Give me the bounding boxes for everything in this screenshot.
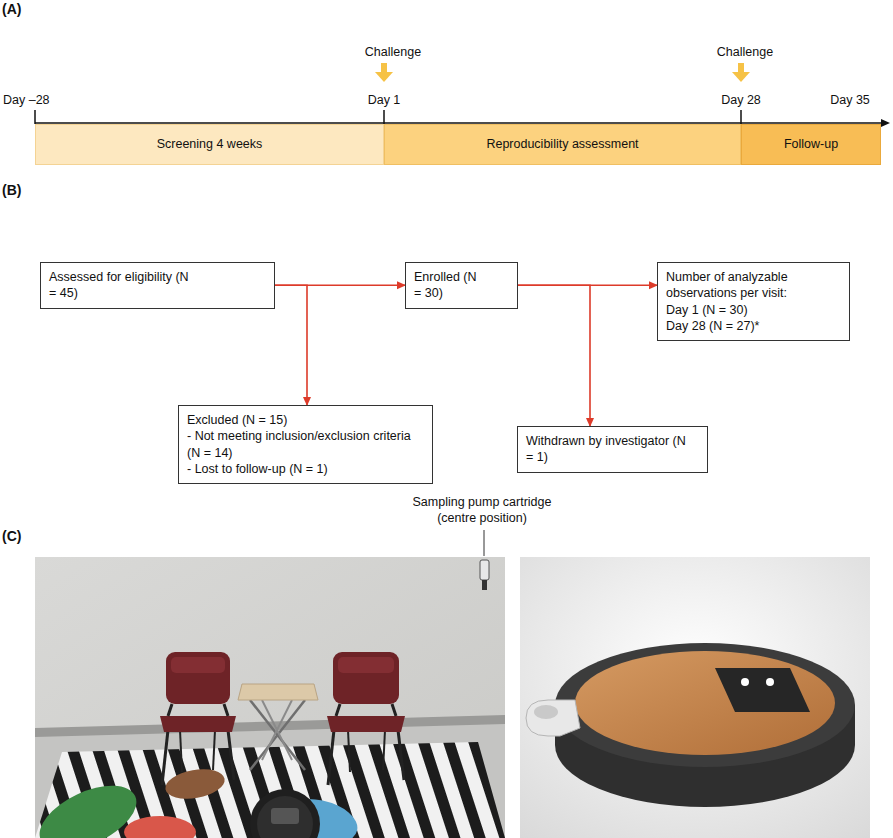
node-text: Day 28 (N = 27)* bbox=[666, 318, 841, 334]
panel-label: (B) bbox=[2, 181, 21, 199]
day-label: Day 35 bbox=[830, 92, 870, 108]
flow-arrow bbox=[518, 285, 590, 426]
callout-label: Sampling pump cartridge (centre position… bbox=[406, 494, 558, 527]
room-photo bbox=[30, 557, 505, 838]
flow-box: Excluded (N = 15)- Not meeting inclusion… bbox=[178, 405, 433, 484]
timeline-band: Reproducibility assessment bbox=[384, 124, 741, 165]
node-text: Reproducibility assessment bbox=[486, 136, 638, 152]
day-label: Day –28 bbox=[3, 92, 50, 108]
panel-label: (C) bbox=[2, 527, 21, 545]
node-text: Enrolled (N = 30) bbox=[414, 269, 478, 302]
event-label: Challenge bbox=[717, 44, 773, 60]
flow-box: Withdrawn by investigator (N = 1) bbox=[517, 426, 708, 473]
challenge-arrow bbox=[375, 63, 750, 82]
flow-box: Enrolled (N = 30) bbox=[405, 262, 518, 309]
node-text: - Lost to follow-up (N = 1) bbox=[187, 461, 424, 477]
flow-arrow bbox=[275, 285, 307, 405]
node-text: Number of analyzable observations per vi… bbox=[666, 269, 841, 302]
node-text: Excluded (N = 15) bbox=[187, 412, 424, 428]
node-text: Assessed for eligibility (N = 45) bbox=[49, 269, 199, 302]
day-label: Day 1 bbox=[368, 92, 401, 108]
timeline-band: Follow-up bbox=[741, 124, 881, 165]
leader-line bbox=[484, 530, 485, 556]
node-text: Follow-up bbox=[784, 136, 838, 152]
event-label: Challenge bbox=[365, 44, 421, 60]
robot-render bbox=[520, 557, 870, 838]
panel-label: (A) bbox=[2, 0, 21, 18]
flow-box: Assessed for eligibility (N = 45) bbox=[40, 262, 275, 309]
node-text: Day 1 (N = 30) bbox=[666, 302, 841, 318]
timeline-band: Screening 4 weeks bbox=[35, 124, 384, 165]
node-text: - Not meeting inclusion/exclusion criter… bbox=[187, 428, 424, 461]
flow-box: Number of analyzable observations per vi… bbox=[657, 262, 850, 341]
node-text: Withdrawn by investigator (N = 1) bbox=[526, 433, 691, 466]
node-text: Screening 4 weeks bbox=[157, 136, 263, 152]
day-label: Day 28 bbox=[721, 92, 761, 108]
